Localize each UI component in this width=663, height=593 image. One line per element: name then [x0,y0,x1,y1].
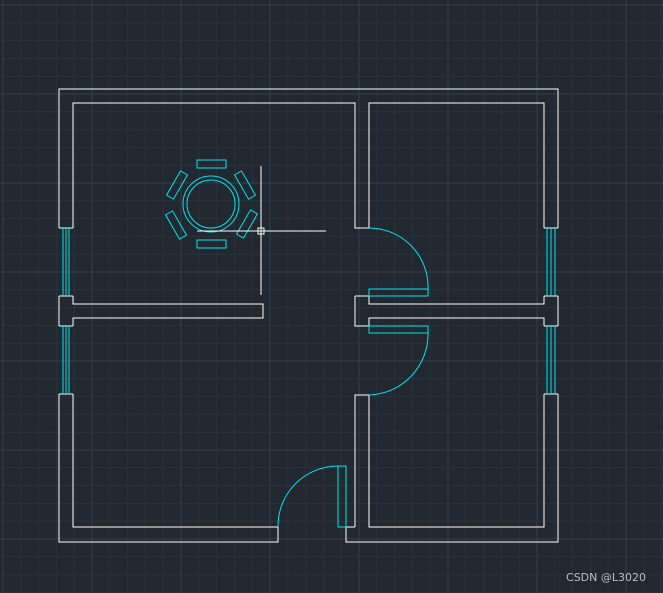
door-lower-right[interactable] [368,325,429,396]
fixtures [62,159,556,528]
horizontal-partition-left [72,296,264,326]
dining-table[interactable] [164,159,259,249]
door-upper-right[interactable] [368,227,429,297]
inner-wall-bottom-right [354,394,545,528]
window-left-upper[interactable] [62,228,70,296]
crosshair-icon [197,166,326,295]
outer-wall-bottom-left [58,394,279,543]
center-wall-middle [354,296,369,327]
door-bottom[interactable] [277,465,347,528]
inner-wall-top-left [72,102,545,229]
outer-wall-top [58,88,559,228]
window-left-lower[interactable] [62,326,70,394]
watermark: CSDN @L3020 [566,571,646,584]
horizontal-partition-right-lower [368,317,545,326]
outer-wall-bottom-right [345,394,559,543]
horizontal-partition-right [368,296,545,305]
window-right-lower[interactable] [546,326,556,394]
window-right-upper[interactable] [546,228,556,296]
